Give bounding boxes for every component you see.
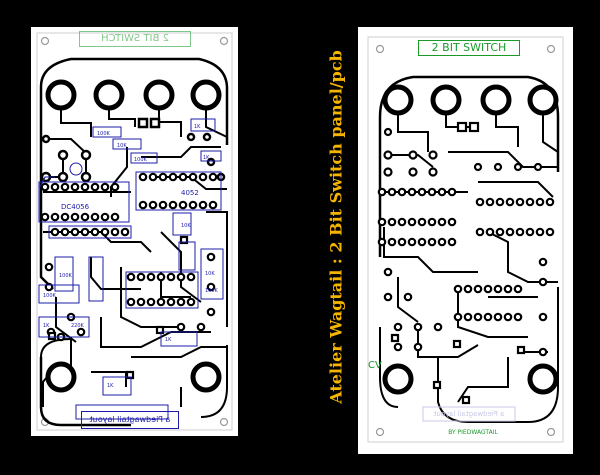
pcb-traces: 100K 10K 100K 1K 1K 10K 100K 100K 10K 1K 1K 1K 1… — [36, 32, 233, 431]
panel-layout-board: 2 BIT SWITCH CV a Piedwagtail layout BY … — [358, 27, 573, 454]
svg-text:100K: 100K — [134, 157, 148, 163]
svg-text:220K: 220K — [71, 323, 85, 329]
left-footer-text: a Piedwagtail layout — [89, 415, 171, 424]
svg-text:1K: 1K — [43, 323, 50, 329]
cv-label-text: CV — [368, 360, 382, 371]
svg-text:100K: 100K — [97, 131, 111, 137]
caption-text: Atelier Wagtail : 2 Bit Switch panel/pcb — [326, 50, 346, 404]
panel-title-text: 2 BIT SWITCH — [431, 41, 507, 54]
ic-label-dc4056: DC4056 — [61, 203, 90, 211]
svg-text:1K: 1K — [165, 337, 172, 343]
panel-footer-mirrored-text: a Piedwagtail layout — [433, 410, 505, 418]
svg-text:100K: 100K — [205, 288, 219, 294]
ic-label-4052: 4052 — [181, 189, 199, 197]
left-panel-title: 2 BIT SWITCH — [79, 31, 191, 47]
pcb-layout-board: 100K 10K 100K 1K 1K 10K 100K 100K 10K 1K 1K 1K 1… — [31, 27, 238, 436]
cv-label: CV — [368, 360, 382, 371]
svg-text:10K: 10K — [205, 271, 215, 277]
left-panel-title-text: 2 BIT SWITCH — [101, 33, 169, 44]
svg-text:1K: 1K — [203, 155, 210, 161]
left-footer-label: a Piedwagtail layout — [81, 411, 179, 429]
svg-text:10K: 10K — [117, 143, 127, 149]
credit-label: BY PIEDWAGTAIL — [428, 429, 518, 436]
panel-traces — [367, 36, 564, 443]
svg-text:100K: 100K — [43, 293, 57, 299]
panel-title: 2 BIT SWITCH — [418, 40, 520, 56]
svg-text:100K: 100K — [59, 273, 73, 279]
svg-text:10K: 10K — [181, 223, 191, 229]
svg-text:1K: 1K — [194, 124, 201, 130]
credit-text: BY PIEDWAGTAIL — [448, 429, 498, 436]
panel-footer-mirrored: a Piedwagtail layout — [424, 408, 514, 420]
svg-text:1K: 1K — [107, 383, 114, 389]
